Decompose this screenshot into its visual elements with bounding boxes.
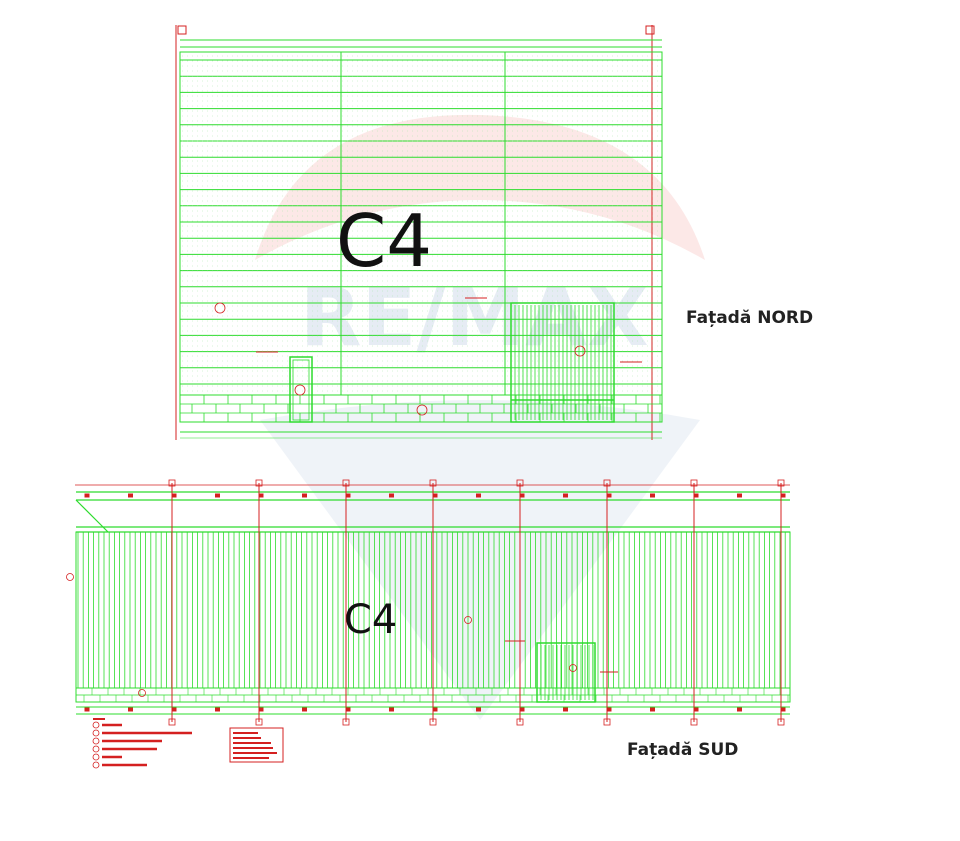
north-building-label: C4 xyxy=(336,199,433,283)
south-base-marker xyxy=(693,707,699,712)
south-purlin-marker xyxy=(171,493,177,498)
south-axis-marker-top xyxy=(603,479,611,487)
south-purlin-marker xyxy=(650,493,655,498)
south-axis-marker-top xyxy=(690,479,698,487)
south-purlin-marker xyxy=(606,493,612,498)
south-axis-marker-top xyxy=(255,479,263,487)
south-base-marker xyxy=(563,707,568,712)
legend-item-number xyxy=(92,745,100,753)
legend-item-number xyxy=(92,729,100,737)
south-building-label: C4 xyxy=(344,597,398,643)
south-purlin-marker xyxy=(563,493,568,498)
south-base-marker xyxy=(302,707,307,712)
south-axis-marker-bottom xyxy=(429,718,437,726)
south-gable-slope xyxy=(75,499,109,533)
legend-item-number xyxy=(92,737,100,745)
legend-item-number xyxy=(92,761,100,769)
south-purlin-marker xyxy=(737,493,742,498)
north-facade-title: Fațadă NORD xyxy=(686,308,814,328)
legend-item-number xyxy=(92,721,100,729)
south-axis-marker-bottom xyxy=(690,718,698,726)
south-base-marker xyxy=(128,707,133,712)
south-purlin-marker xyxy=(345,493,351,498)
south-base-marker xyxy=(606,707,612,712)
south-purlin-marker xyxy=(84,493,90,498)
south-purlin-marker xyxy=(476,493,481,498)
south-axis-marker-top xyxy=(777,479,785,487)
south-base-marker xyxy=(519,707,525,712)
south-purlin-marker xyxy=(693,493,699,498)
north-axis-marker xyxy=(177,25,187,35)
north-door-inner xyxy=(292,359,310,421)
south-base-marker xyxy=(650,707,655,712)
note-box xyxy=(229,727,284,763)
north-callout-marker xyxy=(416,404,428,416)
south-base-marker xyxy=(780,707,786,712)
south-base-marker xyxy=(432,707,438,712)
south-purlin-marker xyxy=(780,493,786,498)
north-callout-marker xyxy=(574,345,586,357)
south-base-marker xyxy=(345,707,351,712)
south-axis-marker-bottom xyxy=(342,718,350,726)
south-facade-title: Fațadă SUD xyxy=(627,740,739,760)
south-base-marker xyxy=(84,707,90,712)
north-gate xyxy=(510,302,615,423)
north-door xyxy=(289,356,313,423)
north-callout-marker xyxy=(294,384,306,396)
south-axis-marker-bottom xyxy=(255,718,263,726)
south-purlin-marker xyxy=(389,493,394,498)
north-callout-marker xyxy=(214,302,226,314)
south-callout-marker xyxy=(138,689,146,697)
south-gate xyxy=(536,642,596,703)
south-purlin-marker xyxy=(302,493,307,498)
south-purlin-marker xyxy=(258,493,264,498)
south-callout-marker xyxy=(569,664,577,672)
south-purlin-marker xyxy=(432,493,438,498)
south-axis-marker-bottom xyxy=(603,718,611,726)
south-purlin-marker xyxy=(519,493,525,498)
south-callout-marker xyxy=(464,616,472,624)
south-axis-marker-top xyxy=(342,479,350,487)
south-axis-marker-bottom xyxy=(777,718,785,726)
south-axis-marker-bottom xyxy=(516,718,524,726)
south-base-marker xyxy=(476,707,481,712)
south-axis-marker-bottom xyxy=(168,718,176,726)
watermark-logo: RE/MAX xyxy=(300,271,649,364)
north-brick-band xyxy=(179,394,663,423)
north-axis-marker xyxy=(645,25,655,35)
south-base-marker xyxy=(258,707,264,712)
south-base-marker xyxy=(389,707,394,712)
legend-item-number xyxy=(92,753,100,761)
south-callout-marker xyxy=(66,573,74,581)
south-axis-marker-top xyxy=(429,479,437,487)
south-axis-marker-top xyxy=(168,479,176,487)
south-base-marker xyxy=(737,707,742,712)
south-base-marker xyxy=(171,707,177,712)
south-purlin-marker xyxy=(128,493,133,498)
south-axis-marker-top xyxy=(516,479,524,487)
south-purlin-marker xyxy=(215,493,220,498)
south-base-marker xyxy=(215,707,220,712)
watermark-balloon-bottom xyxy=(260,400,700,720)
